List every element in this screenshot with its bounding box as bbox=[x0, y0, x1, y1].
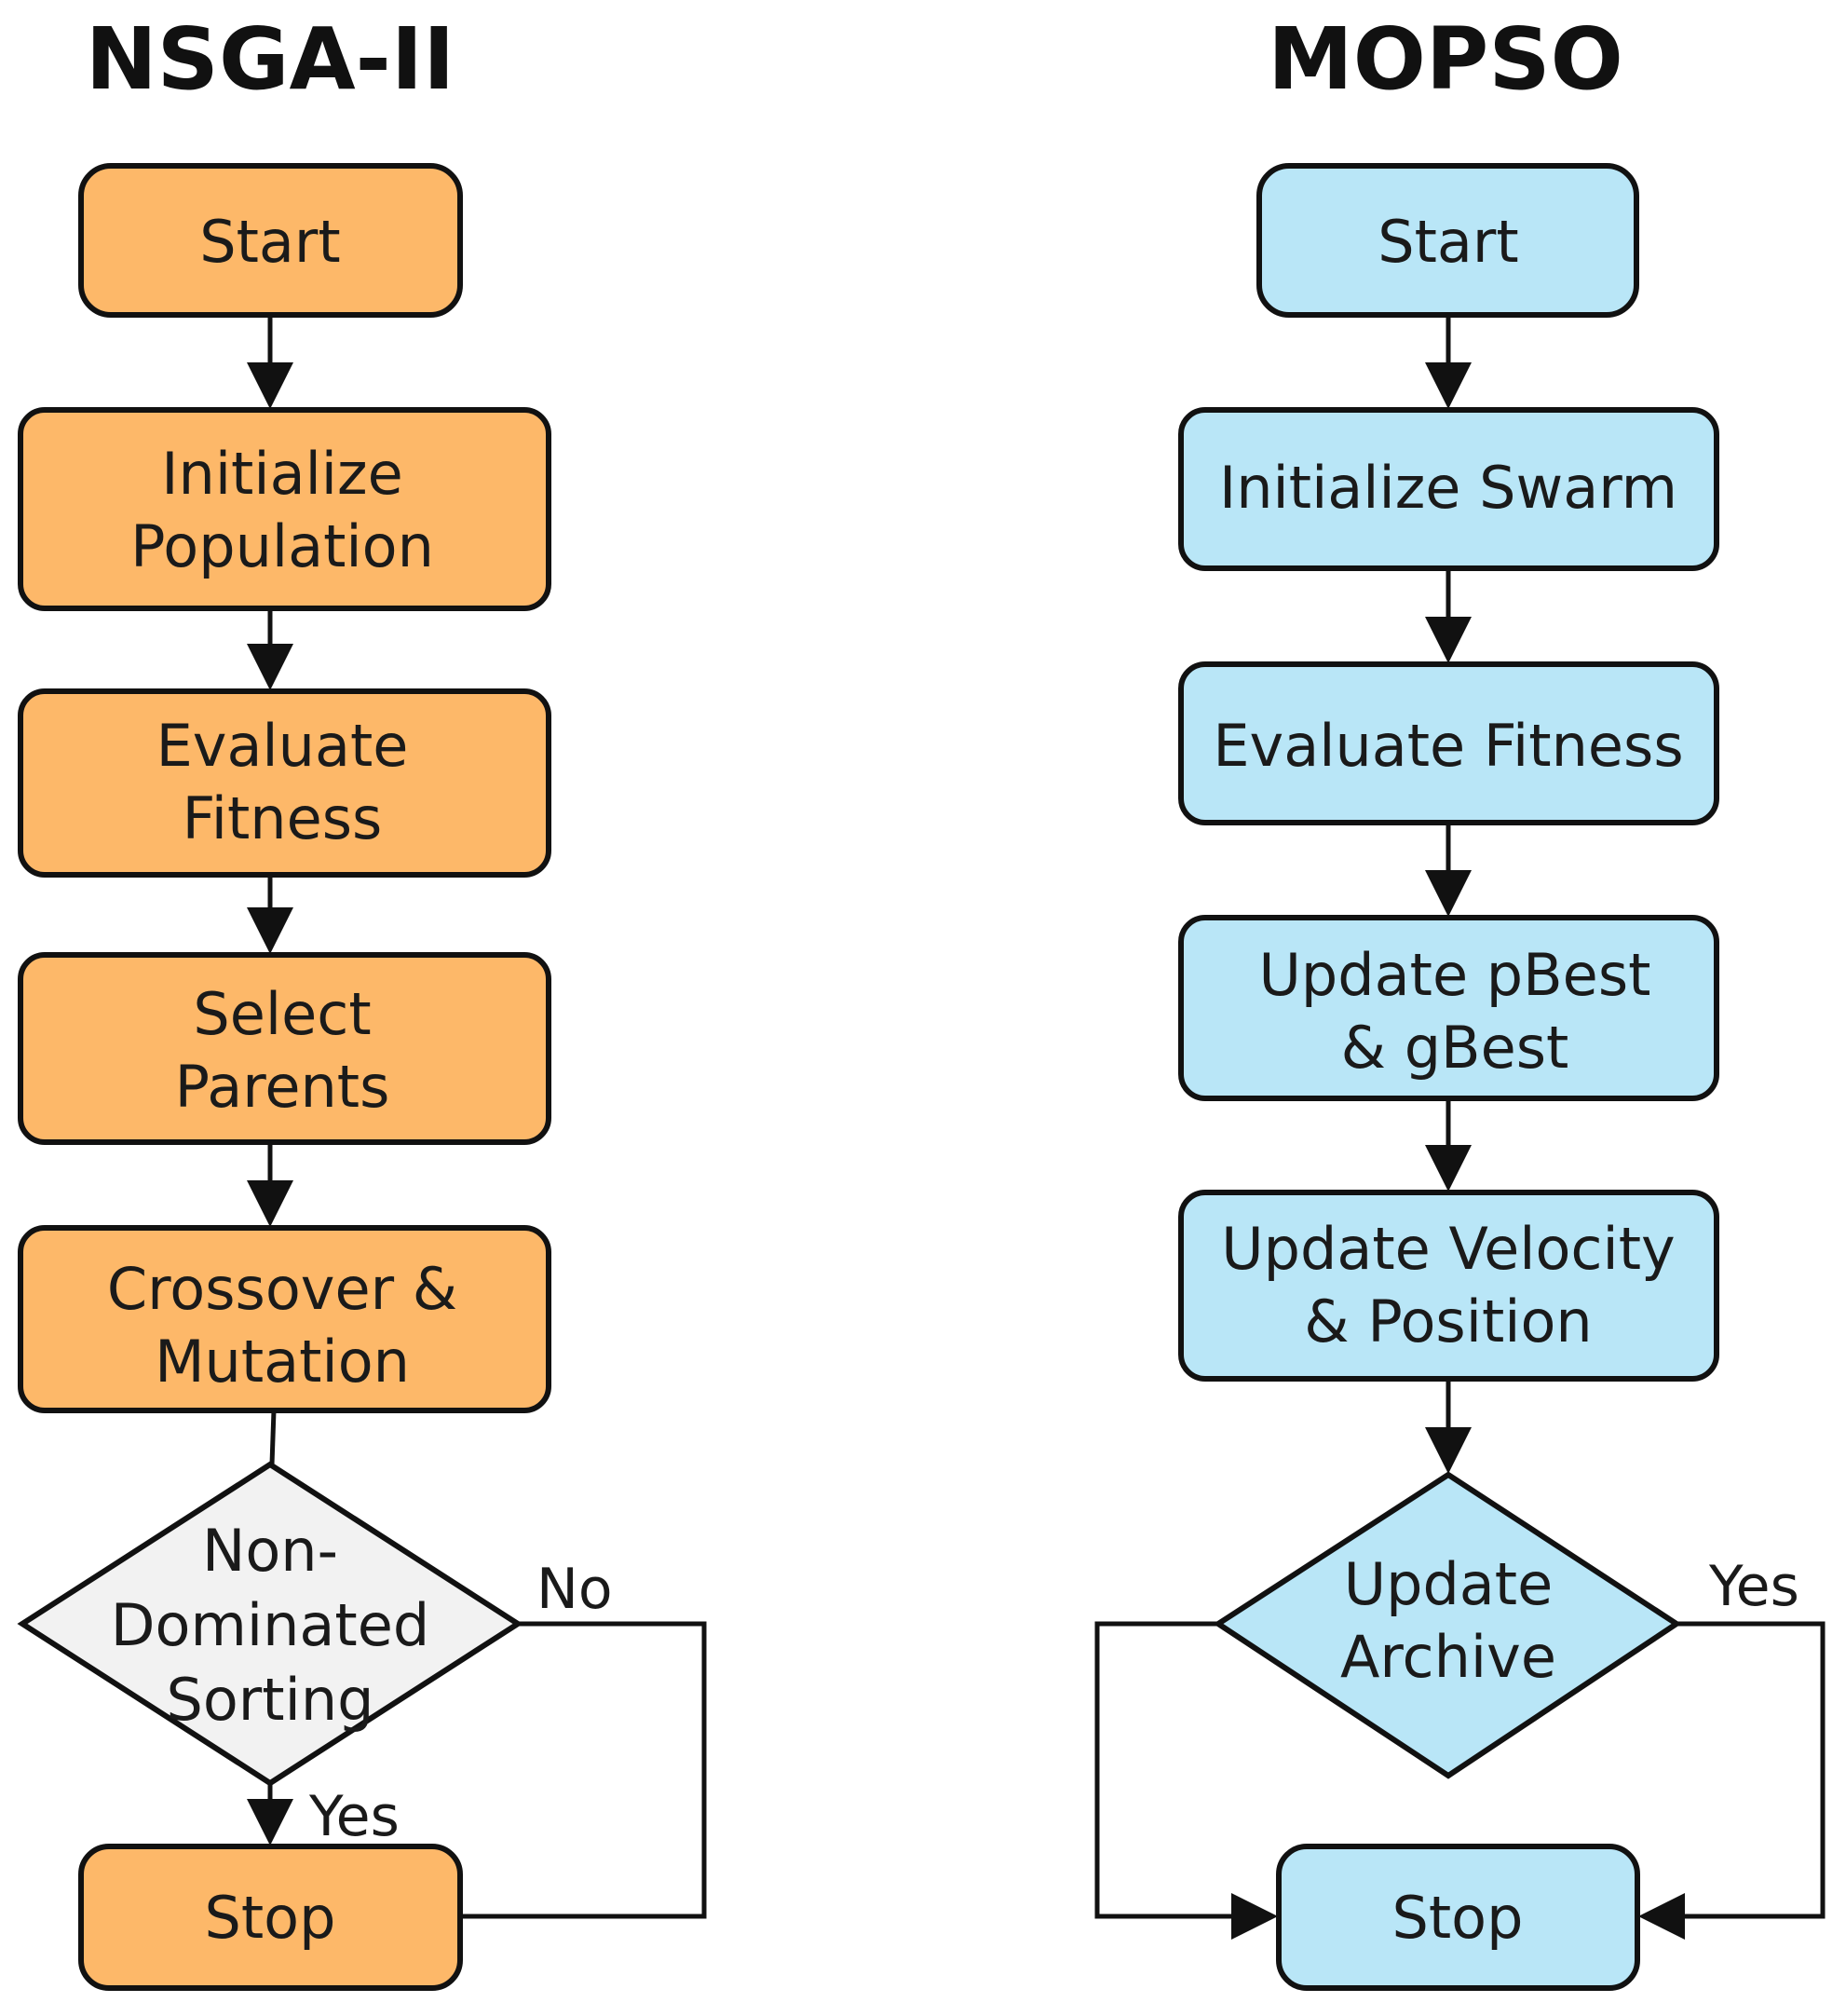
mopso-initialize-node: Initialize Swarm bbox=[1178, 407, 1719, 571]
nsga-stop-label: Stop bbox=[205, 1884, 336, 1952]
mopso-update-velocity-label-line1: Update Velocity bbox=[1221, 1215, 1675, 1283]
mopso-update-best-label-line2: & gBest bbox=[1341, 1014, 1569, 1082]
nsga-initialize-node: Initialize Population bbox=[18, 407, 551, 611]
mopso-update-velocity-node: Update Velocity & Position bbox=[1178, 1190, 1719, 1382]
nsga-evaluate-node: Evaluate Fitness bbox=[18, 688, 551, 878]
nsga-line-decision-no bbox=[460, 1621, 707, 1919]
nsga-decision-label-line3: Sorting bbox=[167, 1666, 374, 1734]
mopso-arrow-decision-yes-to-stop bbox=[1638, 1621, 1826, 1940]
mopso-stop-label: Stop bbox=[1392, 1884, 1524, 1952]
mopso-arrow-decision-left-to-stop bbox=[1094, 1621, 1278, 1940]
nsga-start-label: Start bbox=[199, 208, 340, 276]
mopso-start-node: Start bbox=[1256, 163, 1639, 318]
nsga-select-label-line1: Select bbox=[193, 980, 371, 1048]
mopso-initialize-label: Initialize Swarm bbox=[1219, 454, 1677, 522]
nsga-evaluate-label-line2: Fitness bbox=[183, 784, 383, 852]
nsga-yes-label: Yes bbox=[308, 1784, 400, 1849]
mopso-update-best-label-line1: Update pBest bbox=[1259, 941, 1651, 1009]
nsga-decision-node: Non- Dominated Sorting bbox=[17, 1461, 523, 1787]
nsga-stop-node: Stop bbox=[78, 1844, 463, 1991]
mopso-yes-label: Yes bbox=[1708, 1554, 1799, 1619]
nsga-line-cross-to-decision bbox=[269, 1410, 277, 1465]
nsga-select-label-line2: Parents bbox=[175, 1053, 390, 1121]
mopso-evaluate-node: Evaluate Fitness bbox=[1178, 661, 1719, 825]
nsga-crossover-label-line1: Crossover & bbox=[107, 1255, 457, 1323]
nsga-select-node: Select Parents bbox=[18, 952, 551, 1145]
mopso-start-label: Start bbox=[1378, 208, 1518, 276]
nsga-evaluate-label-line1: Evaluate bbox=[156, 712, 409, 780]
mopso-decision-label-line2: Archive bbox=[1340, 1623, 1556, 1691]
nsga-title: NSGA-II bbox=[86, 9, 455, 109]
mopso-stop-node: Stop bbox=[1276, 1844, 1640, 1991]
mopso-title: MOPSO bbox=[1268, 9, 1623, 109]
nsga-initialize-label-line1: Initialize bbox=[161, 440, 402, 508]
mopso-decision-label-line1: Update bbox=[1344, 1550, 1554, 1618]
nsga-start-node: Start bbox=[78, 163, 463, 318]
nsga-decision-label-line2: Dominated bbox=[111, 1591, 429, 1659]
nsga-column: NSGA-II Start Initialize Population Eval… bbox=[17, 9, 707, 1991]
nsga-initialize-label-line2: Population bbox=[130, 512, 434, 580]
nsga-crossover-label-line2: Mutation bbox=[155, 1328, 410, 1396]
nsga-no-label: No bbox=[536, 1557, 613, 1622]
mopso-column: MOPSO Start Initialize Swarm Evaluate Fi… bbox=[1094, 9, 1826, 1991]
mopso-decision-node: Update Archive bbox=[1213, 1471, 1682, 1779]
nsga-decision-label-line1: Non- bbox=[202, 1517, 338, 1585]
mopso-update-velocity-label-line2: & Position bbox=[1304, 1287, 1592, 1355]
mopso-update-best-node: Update pBest & gBest bbox=[1178, 915, 1719, 1101]
nsga-crossover-node: Crossover & Mutation bbox=[18, 1225, 551, 1413]
mopso-evaluate-label: Evaluate Fitness bbox=[1213, 712, 1683, 780]
